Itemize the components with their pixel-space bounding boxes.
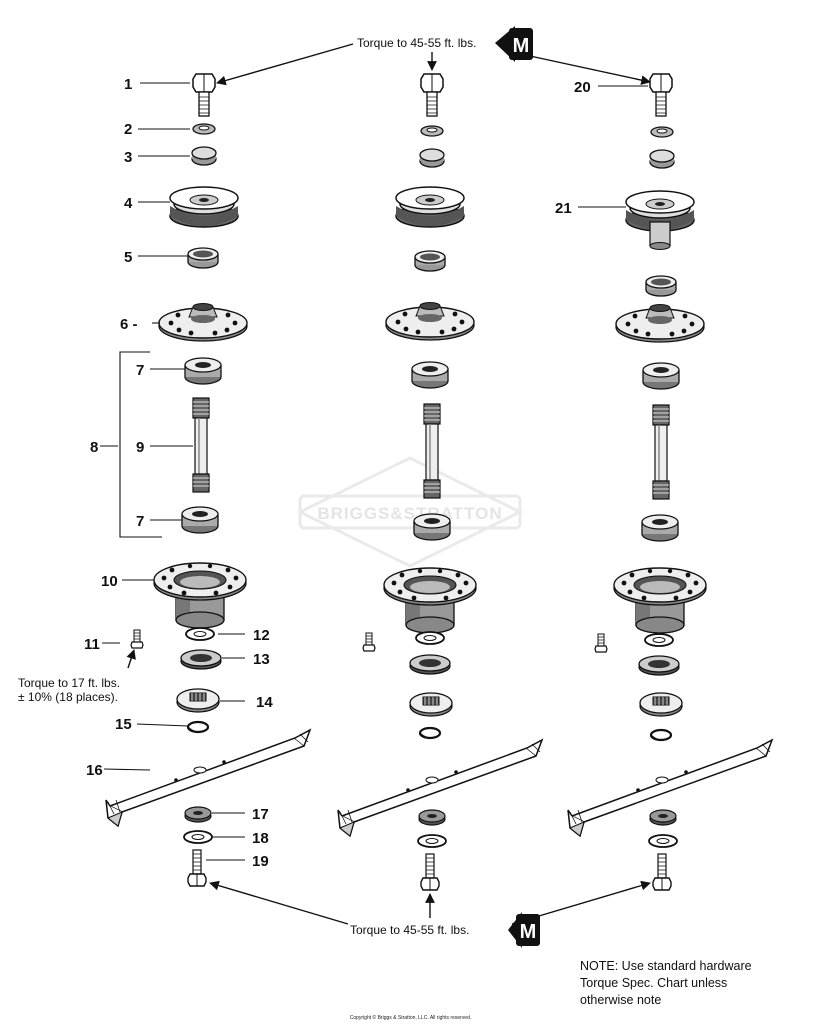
assembly-right bbox=[567, 73, 773, 891]
note-line: NOTE: Use standard hardware bbox=[580, 959, 752, 973]
part-label: 18 bbox=[252, 830, 269, 847]
part-label: 21 bbox=[555, 200, 572, 217]
m-symbol-top: M bbox=[495, 26, 533, 62]
part-label: 3 bbox=[124, 149, 132, 166]
torque-label-small-1: Torque to 17 ft. lbs. bbox=[18, 676, 120, 690]
part-label: 16 bbox=[86, 762, 103, 779]
part-label: 13 bbox=[253, 651, 270, 668]
part-label: 4 bbox=[124, 195, 133, 212]
part-label: 1 bbox=[124, 76, 132, 93]
hardware-note: NOTE: Use standard hardware Torque Spec.… bbox=[580, 958, 752, 1009]
note-line: Torque Spec. Chart unless bbox=[580, 976, 728, 990]
leader-lines bbox=[100, 82, 648, 861]
part-label: 6 - bbox=[120, 316, 138, 333]
assembly-left bbox=[105, 73, 311, 887]
part-label: 7 bbox=[136, 362, 144, 379]
part-label: 20 bbox=[574, 79, 591, 96]
torque-label-top: Torque to 45-55 ft. lbs. bbox=[357, 36, 476, 50]
part-label: 19 bbox=[252, 853, 269, 870]
part-label: 9 bbox=[136, 439, 144, 456]
part-labels: 1 2 3 4 5 6 - 7 8 9 7 10 11 12 13 14 15 … bbox=[84, 76, 591, 870]
copyright-text: Copyright © Briggs & Stratton, LLC. All … bbox=[349, 1015, 472, 1021]
svg-text:M: M bbox=[513, 35, 530, 57]
part-label: 5 bbox=[124, 249, 132, 266]
part-label: 7 bbox=[136, 513, 144, 530]
part-label: 14 bbox=[256, 694, 273, 711]
note-line: otherwise note bbox=[580, 993, 662, 1007]
part-label: 15 bbox=[115, 716, 132, 733]
svg-text:M: M bbox=[520, 921, 537, 943]
watermark-text: BRIGGS&STRATTON bbox=[317, 504, 502, 523]
part-label: 17 bbox=[252, 806, 269, 823]
part-label: 8 bbox=[90, 439, 98, 456]
part-label: 10 bbox=[101, 573, 118, 590]
m-symbol-bottom: M bbox=[508, 912, 540, 948]
brand-watermark: BRIGGS&STRATTON bbox=[296, 456, 524, 568]
torque-label-bottom: Torque to 45-55 ft. lbs. bbox=[350, 923, 469, 937]
part-label: 12 bbox=[253, 627, 270, 644]
assembly-center bbox=[337, 73, 543, 891]
part-label: 2 bbox=[124, 121, 132, 138]
torque-label-small-2: ± 10% (18 places). bbox=[18, 690, 118, 704]
torque-arrows bbox=[126, 43, 651, 925]
part-label: 11 bbox=[84, 636, 100, 653]
